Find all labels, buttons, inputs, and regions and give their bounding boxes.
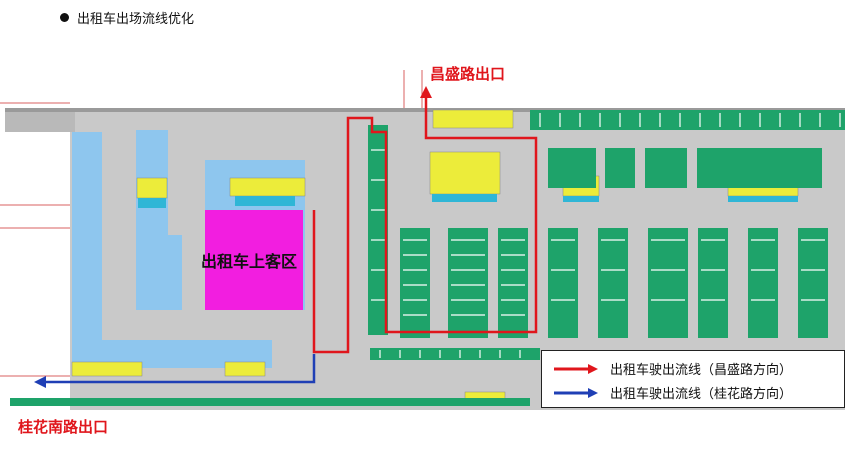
pickup-zone-label: 出租车上客区 <box>201 252 298 271</box>
section-heading: 出租车出场流线优化 <box>60 8 194 27</box>
parking-stall-lines <box>371 113 841 358</box>
exit-label-guihuanan: 桂花南路出口 <box>18 418 109 436</box>
pickup-zone-area <box>205 210 303 310</box>
section-heading-text: 出租车出场流线优化 <box>77 12 195 27</box>
legend: 出租车驶出流线（昌盛路方向） 出租车驶出流线（桂花路方向） <box>541 350 845 408</box>
external-road-lines <box>0 70 423 377</box>
top-entry-strip <box>5 110 75 132</box>
route-blue-arrowhead <box>34 376 46 388</box>
red-arrow-icon <box>554 363 598 374</box>
route-red-arrowhead <box>420 86 432 98</box>
route-red-changsheng <box>312 96 538 354</box>
vehicles-cyan <box>138 194 798 208</box>
legend-item-red-text: 出租车驶出流线（昌盛路方向） <box>610 363 793 378</box>
legend-item-blue-text: 出租车驶出流线（桂花路方向） <box>610 387 793 402</box>
blue-arrow-icon <box>554 387 598 398</box>
parking-bays <box>10 110 845 406</box>
legend-item-red: 出租车驶出流线（昌盛路方向） <box>552 359 792 378</box>
legend-item-blue: 出租车驶出流线（桂花路方向） <box>552 383 792 402</box>
exit-label-changsheng: 昌盛路出口 <box>430 65 506 83</box>
bullet-icon <box>60 13 69 22</box>
route-blue-guihua <box>44 354 316 384</box>
